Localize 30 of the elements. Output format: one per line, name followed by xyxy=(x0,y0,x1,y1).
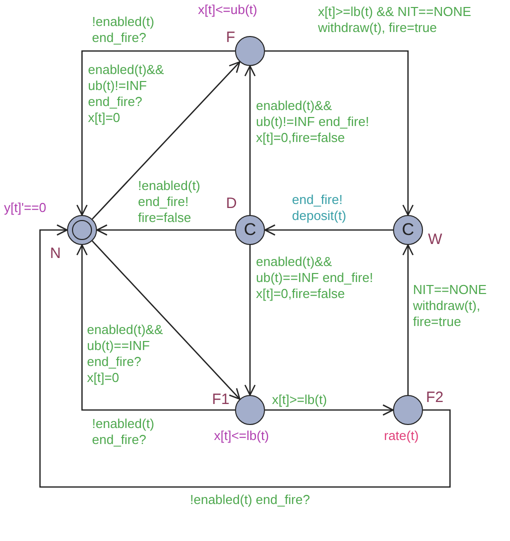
transition-arrow xyxy=(244,65,256,215)
transition-arrow xyxy=(76,244,235,411)
transition-arrow xyxy=(402,244,414,395)
location-name: N xyxy=(50,246,61,262)
edge-label: !enabled(t) end_fire? xyxy=(190,492,310,508)
committed-location-circle: C xyxy=(393,215,423,245)
location-name: D xyxy=(226,196,237,212)
location-name: F2 xyxy=(426,390,444,406)
location-name: F1 xyxy=(212,392,230,408)
rate-label: rate(t) xyxy=(384,428,419,444)
initial-location-circle xyxy=(67,215,97,245)
transition-arrow xyxy=(76,50,235,216)
location-name: W xyxy=(428,232,442,248)
location-circle xyxy=(235,36,265,66)
transition-arrow xyxy=(264,224,393,236)
transition-arrow xyxy=(39,224,451,488)
location-circle xyxy=(393,395,423,425)
transition-arrow xyxy=(244,245,256,396)
transition-arrow xyxy=(92,240,240,400)
edge-label: enabled(t)&& ub(t)==INF end_fire? x[t]=0 xyxy=(87,322,165,386)
location-name: F xyxy=(226,30,236,46)
transition-arrow xyxy=(96,224,235,236)
invariant: y[t]'==0 xyxy=(4,200,46,216)
invariant: x[t]<=ub(t) xyxy=(198,2,258,18)
invariant: x[t]<=lb(t) xyxy=(214,428,269,444)
location-circle xyxy=(235,395,265,425)
committed-location-circle: C xyxy=(235,215,265,245)
transition-arrow xyxy=(265,50,414,216)
transition-arrow xyxy=(265,404,394,416)
transition-arrow xyxy=(92,61,240,220)
